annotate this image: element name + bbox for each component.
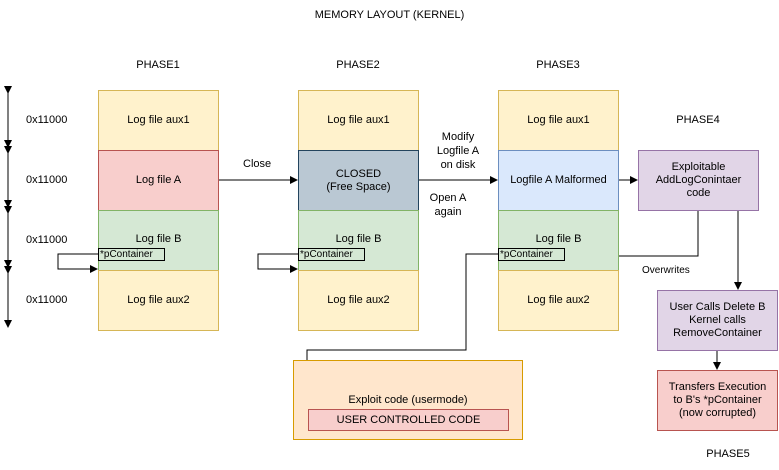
modify-label: Modify Logfile A on disk — [436, 131, 480, 171]
open-again-label: Open A again — [429, 192, 467, 218]
log-aux2-block: Log file aux2 — [298, 270, 419, 331]
log-b-block: Log file B — [498, 210, 619, 271]
closed-free-space-block: CLOSED (Free Space) — [298, 150, 419, 211]
log-aux1-block: Log file aux1 — [98, 90, 219, 151]
transfers-execution-box: Transfers Execution to B's *pContainer (… — [657, 370, 778, 431]
user-controlled-code-box: USER CONTROLLED CODE — [308, 409, 509, 431]
pcontainer-pointer: *pContainer — [498, 248, 565, 261]
exploitable-code-box: Exploitable AddLogConintaer code — [638, 150, 759, 211]
delete-container-box: User Calls Delete B Kernel calls RemoveC… — [657, 290, 778, 351]
log-aux2-block: Log file aux2 — [498, 270, 619, 331]
size-label: 0x11000 — [26, 234, 68, 246]
phase5-label: PHASE5 — [706, 448, 750, 460]
phase3-label: PHASE3 — [536, 59, 580, 71]
size-label: 0x11000 — [26, 114, 68, 126]
overwrites-label: Overwrites — [642, 265, 690, 276]
size-label: 0x11000 — [26, 174, 68, 186]
pcontainer-pointer: *pContainer — [298, 248, 365, 261]
phase1-label: PHASE1 — [136, 59, 180, 71]
log-b-block: Log file B — [98, 210, 219, 271]
log-a-block: Log file A — [98, 150, 219, 211]
log-aux1-block: Log file aux1 — [498, 90, 619, 151]
log-a-malformed-block: Logfile A Malformed — [498, 150, 619, 211]
diagram-title: MEMORY LAYOUT (KERNEL) — [314, 9, 465, 21]
log-aux2-block: Log file aux2 — [98, 270, 219, 331]
ptr-loop-1 — [57, 253, 98, 273]
pcontainer-pointer: *pContainer — [98, 248, 165, 261]
log-aux1-block: Log file aux1 — [298, 90, 419, 151]
close-label: Close — [243, 158, 272, 170]
ptr-loop-2 — [257, 253, 298, 273]
phase2-label: PHASE2 — [336, 59, 380, 71]
size-label: 0x11000 — [26, 294, 68, 306]
phase4-label: PHASE4 — [676, 114, 720, 126]
log-b-block: Log file B — [298, 210, 419, 271]
